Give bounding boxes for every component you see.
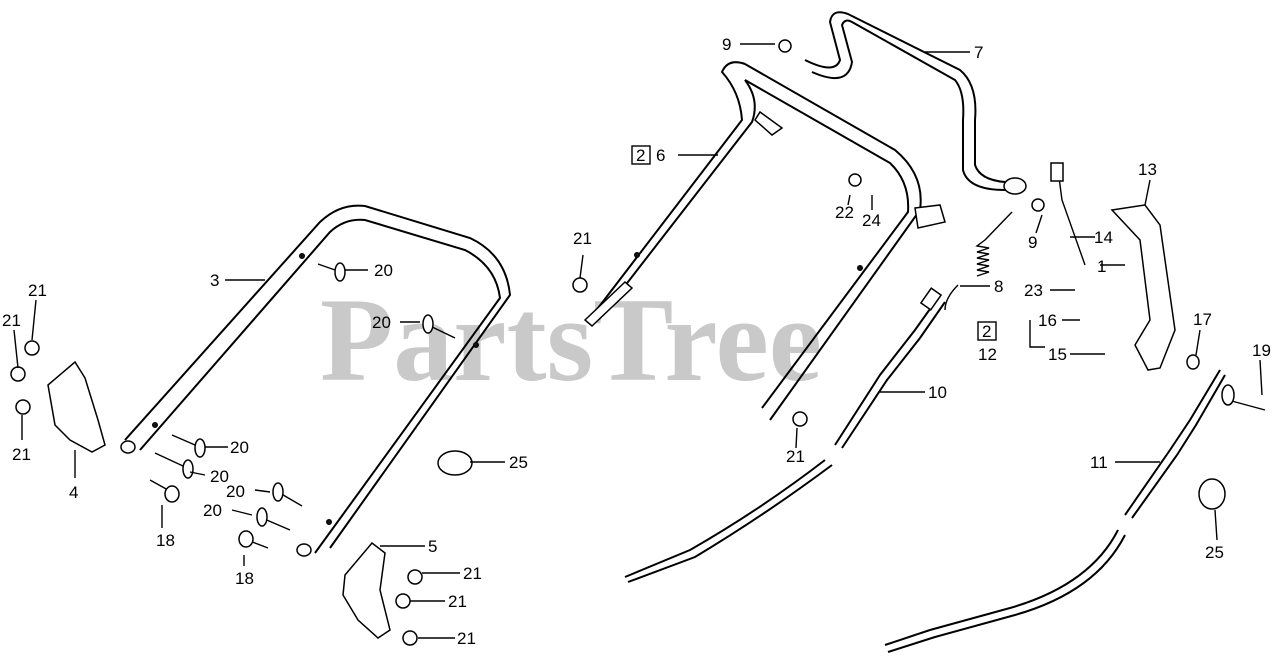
callout-20-b: 20 xyxy=(372,313,391,332)
callout-14: 14 xyxy=(1094,228,1113,247)
bracket-4 xyxy=(47,360,106,453)
callout-20-e: 20 xyxy=(226,482,245,501)
callout-3: 3 xyxy=(210,271,219,290)
callout-11: 11 xyxy=(1090,453,1108,472)
callout-17: 17 xyxy=(1193,310,1212,329)
control-bar xyxy=(804,11,1027,195)
callout-21-c: 21 xyxy=(12,445,31,464)
callout-21-g: 21 xyxy=(448,592,467,611)
leader-lines xyxy=(13,43,1263,639)
callout-18-right: 18 xyxy=(235,569,254,588)
upper-handle xyxy=(583,61,946,421)
watermark: PartsTree xyxy=(320,273,822,406)
bolts xyxy=(149,262,1266,549)
nuts xyxy=(10,39,1045,646)
spring-8 xyxy=(944,211,1013,311)
lower-handle xyxy=(120,204,512,557)
callout-20-d: 20 xyxy=(210,467,229,486)
callout-21-a: 21 xyxy=(28,281,47,300)
callout-20-f: 20 xyxy=(203,501,222,520)
callout-25-right: 25 xyxy=(1205,543,1224,562)
box-mark-12 xyxy=(977,321,997,341)
callout-21-e: 21 xyxy=(786,447,805,466)
callout-20-c: 20 xyxy=(230,438,249,457)
callout-24: 24 xyxy=(862,211,881,230)
callout-10: 10 xyxy=(928,383,947,402)
callout-21-d: 21 xyxy=(573,229,592,248)
rod-14 xyxy=(1057,169,1086,266)
callout-5: 5 xyxy=(428,537,437,556)
cable-11 xyxy=(884,369,1226,653)
callout-4: 4 xyxy=(69,483,78,502)
callout-9-top: 9 xyxy=(722,35,731,54)
clamp-25-left xyxy=(437,450,473,476)
callout-6: 6 xyxy=(656,146,665,165)
callout-12: 12 xyxy=(978,345,997,364)
callout-22: 22 xyxy=(835,203,854,222)
callout-1: 1 xyxy=(1097,257,1106,276)
callout-21-h: 21 xyxy=(457,629,476,648)
control-lever-13 xyxy=(1110,204,1176,371)
bracket-5 xyxy=(342,541,391,639)
callout-19: 19 xyxy=(1252,341,1271,360)
callout-labels: 1 2 2 3 4 5 6 7 8 9 9 10 11 12 13 14 15 … xyxy=(2,35,1271,648)
clamp-25-right xyxy=(1198,478,1226,510)
callout-23: 23 xyxy=(1024,281,1043,300)
callout-13: 13 xyxy=(1138,160,1157,179)
callout-20-a: 20 xyxy=(374,261,393,280)
callout-9-right: 9 xyxy=(1028,233,1037,252)
callout-18-left: 18 xyxy=(156,531,175,550)
callout-25-left: 25 xyxy=(509,453,528,472)
box-mark-6 xyxy=(631,145,651,165)
callout-2-box-b: 2 xyxy=(982,322,991,341)
callout-16: 16 xyxy=(1038,311,1057,330)
callout-21-b: 21 xyxy=(2,311,21,330)
callout-7: 7 xyxy=(974,43,983,62)
callout-2-box-a: 2 xyxy=(636,146,645,165)
callout-21-f: 21 xyxy=(463,564,482,583)
cable-10 xyxy=(624,287,946,583)
callout-8: 8 xyxy=(994,277,1003,296)
callout-15: 15 xyxy=(1048,345,1067,364)
